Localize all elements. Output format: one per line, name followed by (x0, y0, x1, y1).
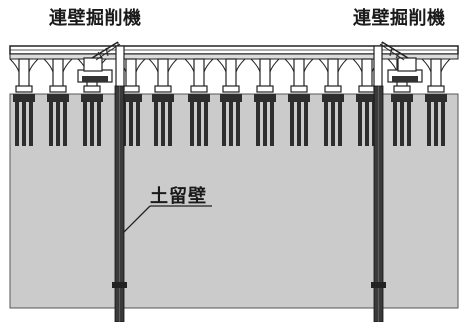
excavator-label-right: 連壁掘削機 (353, 8, 446, 29)
excavator-label-left: 連壁掘削機 (49, 8, 142, 29)
deck-pier (9, 58, 39, 93)
deck-pier (184, 58, 214, 93)
deck-pier (421, 58, 451, 93)
deck-pier (250, 58, 280, 93)
deck-pier (43, 58, 73, 93)
ground-soil (9, 93, 459, 309)
pile-group (47, 94, 69, 146)
pile-group (81, 94, 103, 146)
left-guide-frame (115, 45, 125, 91)
pile-group (322, 94, 344, 146)
left-excavator (77, 41, 121, 83)
earth-wall-label: 土留壁 (150, 186, 207, 207)
earth-wall-leader (123, 205, 212, 233)
deck-piers (9, 58, 451, 93)
pile-group (152, 94, 174, 146)
pile-group (188, 94, 210, 146)
deck-pier (216, 58, 246, 93)
deck-pier (318, 58, 348, 93)
pile-group (13, 94, 35, 146)
right-excavator (379, 41, 423, 83)
pile-group (220, 94, 242, 146)
pile-group (288, 94, 310, 146)
deck-pier (284, 58, 314, 93)
deck-pier (148, 58, 178, 93)
right-guide-frame (373, 45, 383, 91)
pile-group (425, 94, 447, 146)
pile-group (391, 94, 413, 146)
pile-group (254, 94, 276, 146)
